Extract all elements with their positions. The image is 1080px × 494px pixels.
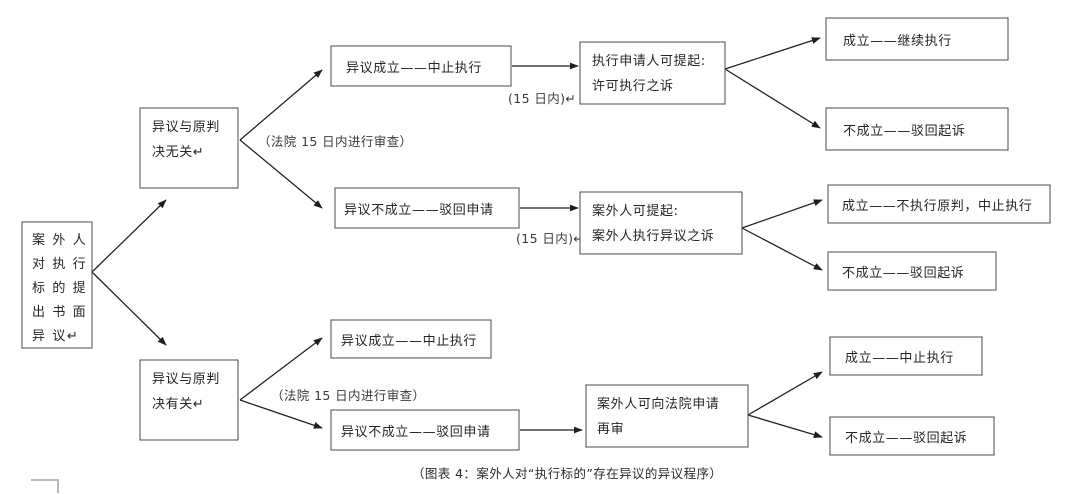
node-r1-sustained[interactable]: 异议成立——中止执行 — [330, 45, 512, 87]
node-r1-sustained-box — [330, 45, 512, 87]
node-r2-thirdparty-suit-line-2: 案外人执行异议之诉 — [592, 229, 714, 244]
node-start-line-3: 标 的 提 — [32, 280, 87, 296]
node-r3-rejected-box — [330, 409, 520, 451]
node-r2-outcome-no-label: 不成立——驳回起诉 — [842, 266, 964, 281]
node-r3-rejected-label: 异议不成立——驳回申请 — [341, 425, 491, 440]
node-r1-rejected-label: 异议不成立——驳回申请 — [344, 203, 494, 218]
edge-unrelated-to-sustained — [239, 69, 323, 141]
edge-thirdpartysuit-to-outcome-yes — [741, 199, 823, 229]
edge-label-review-top: （法院 15 日内进行审查） — [258, 134, 412, 149]
node-r3-sustained[interactable]: 异议成立——中止执行 — [330, 319, 492, 359]
node-branch-related[interactable]: 异议与原判 决有关↵ — [139, 359, 239, 441]
node-r2-outcome-yes-box — [827, 184, 1051, 224]
node-start-line-2: 对 执 行 — [32, 257, 87, 272]
node-r1-outcome-yes-box — [825, 17, 1009, 61]
node-r3-outcome-yes-label: 成立——中止执行 — [845, 351, 954, 366]
node-branch-related-box — [139, 359, 239, 441]
node-branch-related-line-2: 决有关↵ — [152, 397, 204, 412]
edges-group — [91, 37, 823, 439]
page-crop-mark — [31, 479, 59, 493]
node-r1-outcome-yes[interactable]: 成立——继续执行 — [825, 17, 1009, 61]
node-r1-outcome-no-box — [825, 107, 1009, 151]
node-start[interactable]: 案 外 人 对 执 行 标 的 提 出 书 面 异 议↵ — [21, 221, 93, 349]
edge-related-to-sustained — [239, 337, 323, 401]
node-r1-rejected[interactable]: 异议不成立——驳回申请 — [334, 187, 520, 229]
edge-label-days-top: (15 日内)↵ — [508, 91, 576, 106]
node-branch-unrelated-box — [139, 107, 239, 189]
figure-caption: （图表 4：案外人对“执行标的”存在异议的异议程序） — [412, 466, 722, 481]
node-r3-outcome-yes[interactable]: 成立——中止执行 — [829, 336, 983, 376]
edge-applicantsuit-to-outcome-yes — [724, 37, 821, 70]
node-r2-outcome-yes[interactable]: 成立——不执行原判，中止执行 — [827, 184, 1051, 224]
node-r1-applicant-suit-line-2: 许可执行之诉 — [592, 79, 674, 94]
edge-labels-group: （法院 15 日内进行审查） （法院 15 日内进行审查） (15 日内)↵ (… — [258, 91, 584, 403]
node-r1-applicant-suit-box — [579, 41, 726, 105]
node-r2-outcome-no-box — [827, 251, 997, 291]
node-r2-outcome-yes-label: 成立——不执行原判，中止执行 — [842, 199, 1032, 214]
edge-unrelated-to-rejected — [239, 139, 323, 209]
node-branch-unrelated-line-2: 决无关↵ — [152, 145, 204, 160]
node-start-box — [21, 221, 93, 349]
node-r1-applicant-suit[interactable]: 执行申请人可提起: 许可执行之诉 — [579, 41, 726, 105]
node-start-line-1: 案 外 人 — [32, 233, 87, 248]
node-r3-retrial[interactable]: 案外人可向法院申请 再审 — [585, 384, 749, 448]
node-r3-rejected[interactable]: 异议不成立——驳回申请 — [330, 409, 520, 451]
edge-label-days-mid: (15 日内)↵ — [516, 231, 584, 246]
edge-retrial-to-outcome-no — [747, 414, 823, 439]
node-r3-outcome-yes-box — [829, 336, 983, 376]
node-r2-thirdparty-suit-line-1: 案外人可提起: — [592, 203, 679, 219]
edge-label-review-bottom: （法院 15 日内进行审查） — [271, 388, 425, 403]
edge-applicantsuit-to-outcome-no — [724, 68, 821, 129]
node-r3-sustained-label: 异议成立——中止执行 — [341, 334, 477, 349]
edge-start-to-related — [91, 271, 167, 346]
node-r2-thirdparty-suit[interactable]: 案外人可提起: 案外人执行异议之诉 — [579, 191, 743, 255]
node-start-line-4: 出 书 面 — [32, 305, 87, 320]
node-r1-rejected-box — [334, 187, 520, 229]
node-branch-unrelated[interactable]: 异议与原判 决无关↵ — [139, 107, 239, 189]
node-branch-unrelated-line-1: 异议与原判 — [152, 120, 220, 135]
edge-related-to-rejected — [239, 399, 323, 429]
edge-thirdpartysuit-to-outcome-no — [741, 227, 823, 271]
node-r1-sustained-label: 异议成立——中止执行 — [346, 61, 482, 76]
edge-retrial-to-outcome-yes — [747, 371, 823, 416]
node-branch-related-line-1: 异议与原判 — [152, 372, 220, 387]
node-r2-outcome-no[interactable]: 不成立——驳回起诉 — [827, 251, 997, 291]
node-r3-outcome-no-label: 不成立——驳回起诉 — [845, 431, 967, 446]
node-start-line-5: 异 议↵ — [32, 329, 79, 344]
node-r1-outcome-no[interactable]: 不成立——驳回起诉 — [825, 107, 1009, 151]
node-r1-outcome-no-label: 不成立——驳回起诉 — [843, 124, 965, 139]
node-r3-outcome-no[interactable]: 不成立——驳回起诉 — [829, 416, 995, 456]
node-r2-thirdparty-suit-box — [579, 191, 743, 255]
node-r3-retrial-line-2: 再审 — [597, 422, 624, 437]
node-r3-retrial-line-1: 案外人可向法院申请 — [597, 396, 719, 412]
node-r3-retrial-box — [585, 384, 749, 448]
node-r3-sustained-box — [330, 319, 492, 359]
edge-start-to-unrelated — [91, 199, 167, 273]
node-r3-outcome-no-box — [829, 416, 995, 456]
node-r1-outcome-yes-label: 成立——继续执行 — [843, 34, 952, 49]
node-r1-applicant-suit-line-1: 执行申请人可提起: — [592, 53, 706, 69]
